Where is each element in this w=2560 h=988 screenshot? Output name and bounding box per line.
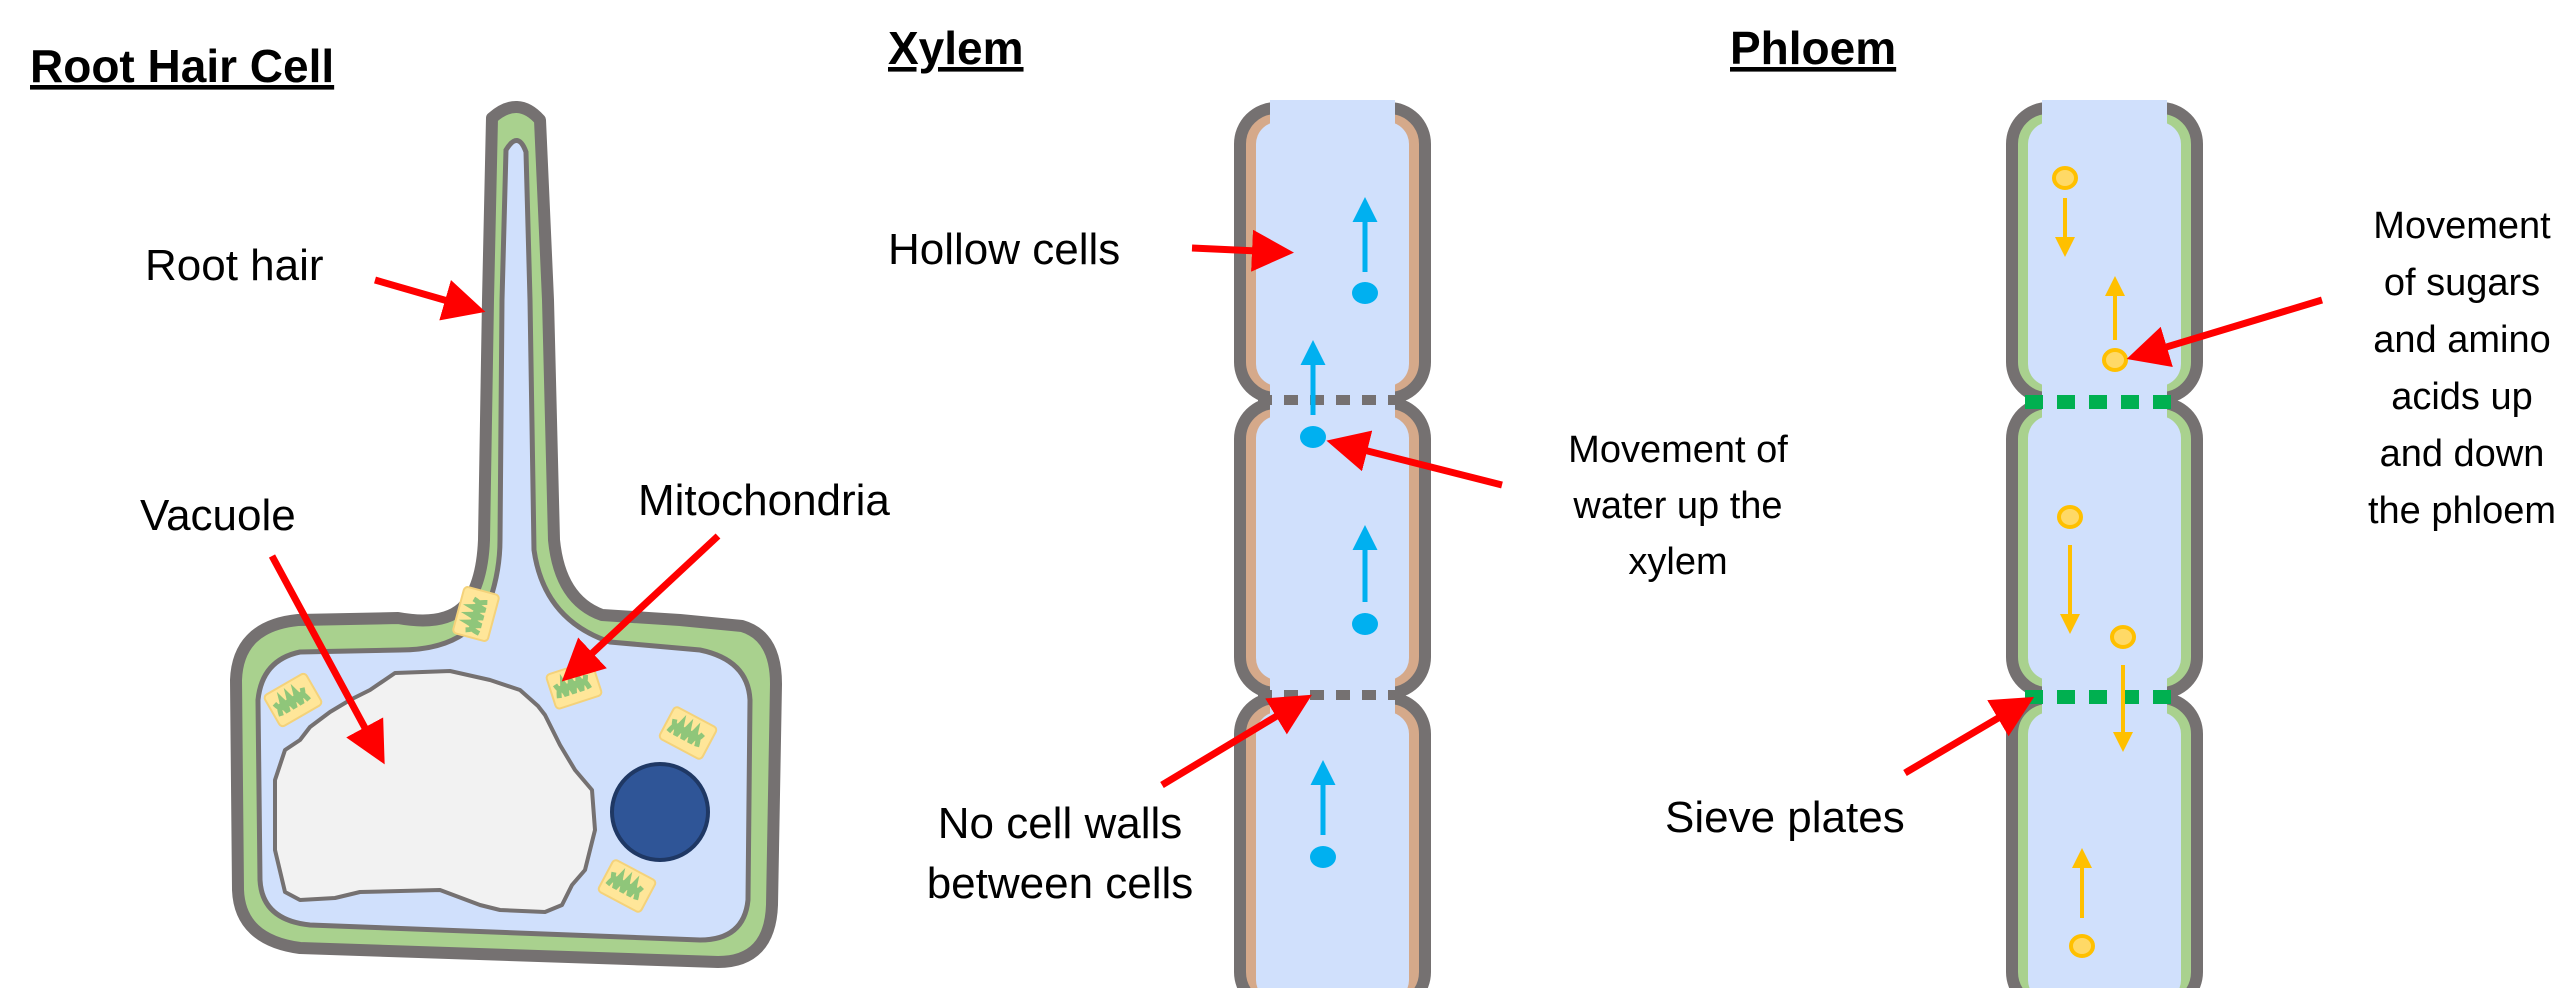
pointer-arrow xyxy=(2126,296,2324,368)
pointer-arrow xyxy=(1903,696,2035,777)
title-phloem: Phloem xyxy=(1730,22,1896,74)
label-no-cell-walls: No cell walls between cells xyxy=(927,799,1194,908)
svg-text:the phloem: the phloem xyxy=(2368,490,2556,532)
nucleus xyxy=(610,762,710,862)
pointer-arrow xyxy=(1160,694,1312,788)
root-hair-cell xyxy=(230,101,782,968)
label-hollow-cells: Hollow cells xyxy=(888,225,1120,274)
svg-text:of sugars: of sugars xyxy=(2384,262,2540,304)
svg-text:between cells: between cells xyxy=(927,859,1194,908)
sugar-movement xyxy=(2052,166,2136,958)
svg-text:No cell walls: No cell walls xyxy=(938,799,1183,848)
water-movement xyxy=(1300,197,1378,868)
svg-text:xylem: xylem xyxy=(1628,541,1727,583)
title-xylem: Xylem xyxy=(888,22,1024,74)
svg-text:and down: and down xyxy=(2380,433,2545,475)
svg-text:water up the: water up the xyxy=(1572,485,1782,527)
label-vacuole: Vacuole xyxy=(140,491,296,540)
title-root-hair-cell: Root Hair Cell xyxy=(30,40,334,92)
label-mitochondria: Mitochondria xyxy=(638,476,890,525)
svg-text:Movement of: Movement of xyxy=(1568,429,1788,471)
xylem-vessel xyxy=(1234,100,1431,988)
label-root-hair: Root hair xyxy=(145,241,324,290)
pointer-arrow xyxy=(374,276,486,321)
pointer-arrow xyxy=(268,554,385,765)
label-xylem-movement: Movement of water up the xylem xyxy=(1568,429,1788,583)
phloem-tube xyxy=(2006,100,2203,988)
svg-text:acids up: acids up xyxy=(2391,376,2533,418)
svg-text:and amino: and amino xyxy=(2373,319,2550,361)
label-sieve-plates: Sieve plates xyxy=(1665,793,1905,842)
pointer-arrow xyxy=(1191,229,1294,272)
label-phloem-movement: Movement of sugars and amino acids up an… xyxy=(2368,205,2556,532)
pointer-arrow xyxy=(561,533,721,682)
pointer-arrow xyxy=(1326,430,1503,489)
svg-text:Movement: Movement xyxy=(2373,205,2551,247)
